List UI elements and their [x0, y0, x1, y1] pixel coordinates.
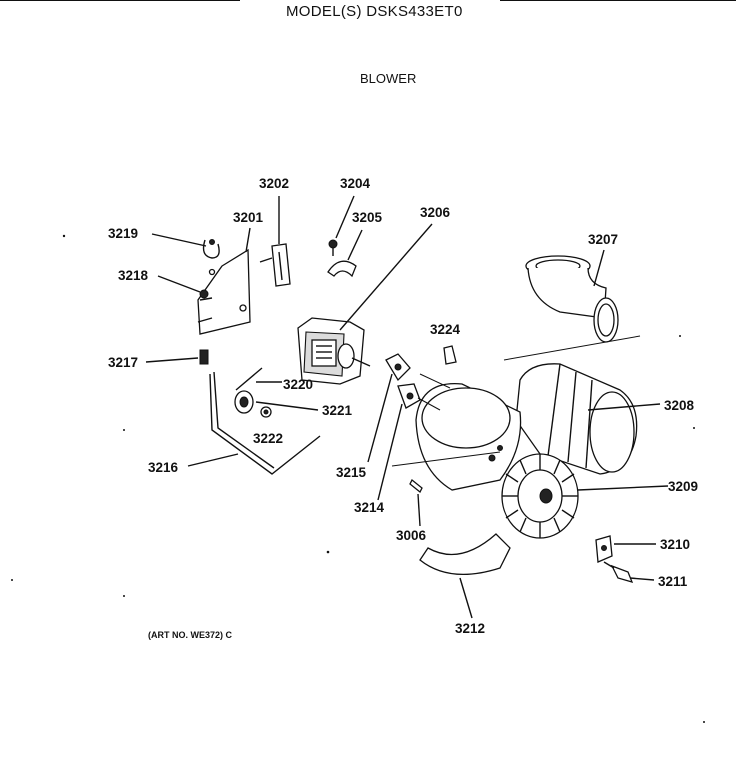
screw-3006: [409, 478, 423, 494]
assembly-lines: [391, 335, 641, 467]
label-3209: 3209: [668, 479, 698, 494]
label-3224: 3224: [430, 322, 461, 337]
label-3202: 3202: [259, 176, 289, 191]
label-3006: 3006: [396, 528, 427, 543]
bearing-3214: [397, 383, 421, 409]
label-3207: 3207: [588, 232, 618, 247]
label-3220: 3220: [283, 377, 313, 392]
bearing-3215: [385, 353, 411, 382]
motor-3206: [297, 317, 371, 385]
elbow-duct-3207: [525, 255, 619, 343]
blower-housing: [415, 383, 522, 491]
clip-3224: [443, 345, 457, 365]
blower-wheel-3209: [501, 453, 579, 539]
label-3219: 3219: [108, 226, 138, 241]
label-3221: 3221: [322, 403, 353, 418]
nut-3218: [199, 289, 213, 301]
label-3216: 3216: [148, 460, 179, 475]
washer-3210: [595, 535, 613, 563]
header-rule-right: [500, 0, 736, 1]
label-3210: 3210: [660, 537, 690, 552]
label-3211: 3211: [658, 574, 688, 589]
label-3204: 3204: [340, 176, 371, 191]
label-3217: 3217: [108, 355, 138, 370]
scan-specks: [11, 234, 705, 723]
idler-arm-3220: [235, 367, 263, 391]
label-3214: 3214: [354, 500, 385, 515]
section-title: BLOWER: [360, 71, 417, 86]
label-3206: 3206: [420, 205, 451, 220]
idler-pulley-3221: [234, 390, 254, 414]
label-3208: 3208: [664, 398, 695, 413]
shield-3212: [419, 533, 511, 576]
screw-3204: [328, 239, 338, 256]
clamp-3205: [327, 260, 357, 278]
hook-3219: [202, 239, 220, 259]
bolt-3211: [603, 561, 634, 583]
belt-3216: [209, 371, 321, 475]
header-rule-left: [0, 0, 240, 1]
art-number: (ART NO. WE372) C: [148, 630, 233, 640]
model-title: MODEL(S) DSKS433ET0: [286, 3, 463, 20]
label-3205: 3205: [352, 210, 383, 225]
label-3212: 3212: [455, 621, 485, 636]
label-3201: 3201: [233, 210, 264, 225]
label-3215: 3215: [336, 465, 367, 480]
exhaust-duct-3208: [515, 363, 638, 475]
clip-3202: [259, 243, 291, 287]
label-3222: 3222: [253, 431, 283, 446]
label-3218: 3218: [118, 268, 149, 283]
nut-3222: [260, 406, 272, 418]
leader-lines: [145, 195, 669, 619]
bolt-3217: [199, 349, 209, 365]
